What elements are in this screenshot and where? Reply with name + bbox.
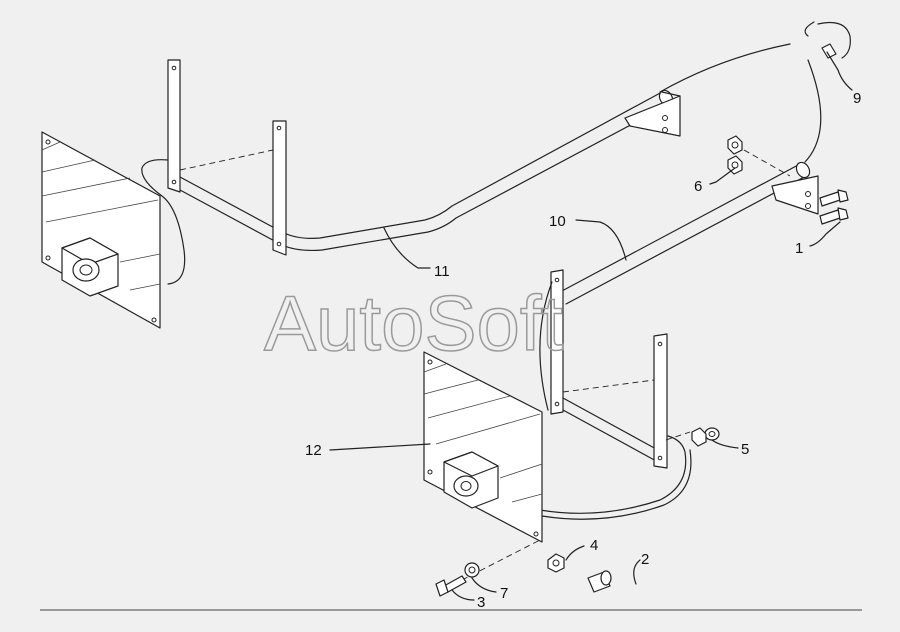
warning-sign-lower: [423, 351, 543, 581]
callout-2: 2: [641, 551, 649, 568]
cable-lower: [539, 435, 687, 514]
callout-10: 10: [549, 213, 566, 230]
callout-12: 12: [305, 442, 322, 459]
bolt-1b: [819, 209, 841, 225]
callout-11: 11: [434, 263, 450, 280]
bolt-1a: [819, 191, 841, 207]
callout-1: 1: [795, 240, 803, 257]
cable-lower-2: [541, 449, 692, 520]
bracket-11: [167, 59, 681, 256]
cable-upper-extension: [659, 43, 791, 93]
callout-3: 3: [477, 594, 485, 611]
callout-7: 7: [500, 585, 508, 602]
bracket-10: [550, 161, 819, 469]
fasteners: [435, 21, 851, 597]
cable-lower-left: [539, 281, 553, 411]
callout-4: 4: [590, 537, 598, 554]
warning-sign-upper: [41, 131, 161, 329]
leader-lines: [329, 51, 853, 601]
cable-upper: [141, 159, 186, 285]
nut-5: [691, 427, 707, 447]
callout-6: 6: [694, 178, 702, 195]
callout-labels: 9 6 1 10 11 12 5 4 2 7 3: [305, 90, 861, 611]
circlip: [817, 21, 851, 59]
callout-5: 5: [741, 441, 749, 458]
watermark: AutoSoft: [264, 279, 564, 367]
callout-9: 9: [853, 90, 861, 107]
cable-right: [804, 59, 822, 163]
